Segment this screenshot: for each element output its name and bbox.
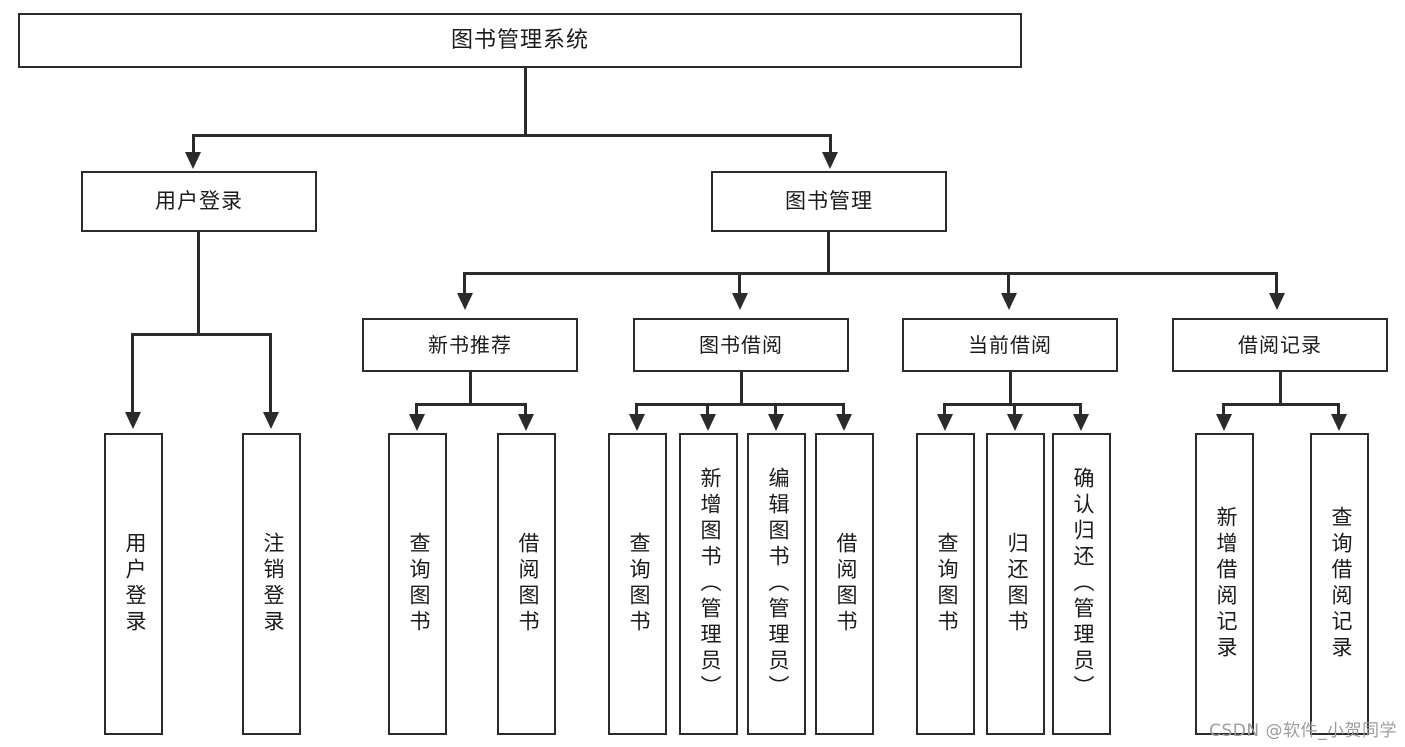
connector-root-left-drop	[192, 134, 195, 156]
arrow-to-leaf-newbook-borrow	[518, 414, 534, 431]
arrow-to-borrow-record	[1269, 293, 1285, 310]
node-label: 查询图书	[407, 532, 431, 636]
leaf-borrowrecord-query-record[interactable]: 查询借阅记录	[1310, 433, 1369, 735]
arrow-to-user-login	[185, 152, 201, 169]
node-label: 查询图书	[627, 532, 651, 636]
connector-borrowrecord-drop-2	[1337, 403, 1340, 417]
connector-bookmgmt-drop-3	[1007, 272, 1010, 296]
connector-currentborrow-drop-3	[1079, 403, 1082, 417]
arrow-to-leaf-bb-edit	[768, 414, 784, 431]
arrow-to-leaf-bb-add	[700, 414, 716, 431]
leaf-currentborrow-confirm-return[interactable]: 确认归还（管理员）	[1052, 433, 1111, 735]
arrow-to-leaf-logout	[263, 412, 279, 429]
connector-userlogin-stem	[197, 232, 200, 336]
connector-newbook-drop-2	[524, 403, 527, 417]
arrow-to-leaf-user-login	[125, 412, 141, 429]
csdn-watermark: CSDN @软件_小贺同学	[1209, 721, 1397, 741]
node-current-borrow[interactable]: 当前借阅	[902, 318, 1118, 372]
connector-bookborrow-bar	[635, 403, 845, 406]
arrow-to-leaf-cb-confirm	[1073, 414, 1089, 431]
leaf-currentborrow-return-book[interactable]: 归还图书	[986, 433, 1045, 735]
node-root-system[interactable]: 图书管理系统	[18, 13, 1022, 68]
arrow-to-book-borrow	[732, 293, 748, 310]
connector-bookborrow-drop-1	[635, 403, 638, 417]
connector-borrowrecord-stem	[1279, 372, 1282, 406]
leaf-newbook-query-book[interactable]: 查询图书	[388, 433, 447, 735]
node-label: 用户登录	[123, 532, 147, 636]
node-label: 注销登录	[261, 532, 285, 636]
connector-bookborrow-drop-2	[706, 403, 709, 417]
leaf-logout[interactable]: 注销登录	[242, 433, 301, 735]
node-borrow-record[interactable]: 借阅记录	[1172, 318, 1388, 372]
leaf-borrowrecord-add-record[interactable]: 新增借阅记录	[1195, 433, 1254, 735]
node-label: 图书管理系统	[450, 27, 589, 53]
connector-newbook-stem	[469, 372, 472, 406]
leaf-currentborrow-query-book[interactable]: 查询图书	[916, 433, 975, 735]
connector-bookmgmt-drop-4	[1275, 272, 1278, 296]
node-label: 新书推荐	[428, 332, 512, 357]
node-label: 借阅记录	[1238, 332, 1322, 357]
node-book-management[interactable]: 图书管理	[711, 171, 947, 232]
arrow-to-leaf-br-add	[1216, 414, 1232, 431]
node-label: 查询借阅记录	[1329, 506, 1353, 662]
node-user-login[interactable]: 用户登录	[81, 171, 317, 232]
arrow-to-leaf-newbook-query	[409, 414, 425, 431]
connector-root-stem	[524, 68, 527, 136]
node-new-book-recommend[interactable]: 新书推荐	[362, 318, 578, 372]
leaf-bookborrow-edit-book[interactable]: 编辑图书（管理员）	[747, 433, 806, 735]
connector-bookborrow-stem	[740, 372, 743, 406]
arrow-to-book-manage	[822, 152, 838, 169]
arrow-to-leaf-bb-borrow	[836, 414, 852, 431]
node-book-borrow[interactable]: 图书借阅	[633, 318, 849, 372]
node-label: 借阅图书	[516, 532, 540, 636]
connector-currentborrow-stem	[1009, 372, 1012, 406]
connector-newbook-bar	[415, 403, 527, 406]
connector-borrowrecord-drop-1	[1222, 403, 1225, 417]
leaf-bookborrow-add-book[interactable]: 新增图书（管理员）	[679, 433, 738, 735]
connector-currentborrow-bar	[943, 403, 1082, 406]
connector-currentborrow-drop-1	[943, 403, 946, 417]
node-label: 当前借阅	[968, 332, 1052, 357]
connector-userlogin-bar	[131, 333, 269, 336]
connector-userlogin-drop-2	[269, 333, 272, 415]
arrow-to-leaf-cb-query	[937, 414, 953, 431]
connector-bookborrow-drop-3	[774, 403, 777, 417]
connector-bookmgmt-drop-1	[463, 272, 466, 296]
arrow-to-leaf-br-query	[1331, 414, 1347, 431]
node-label: 借阅图书	[834, 532, 858, 636]
node-label: 归还图书	[1005, 532, 1029, 636]
node-label: 图书借阅	[699, 332, 783, 357]
connector-newbook-drop-1	[415, 403, 418, 417]
connector-bookborrow-drop-4	[842, 403, 845, 417]
node-label: 编辑图书（管理员）	[766, 467, 790, 701]
connector-bookmgmt-stem	[827, 232, 830, 274]
leaf-bookborrow-query-book[interactable]: 查询图书	[608, 433, 667, 735]
leaf-bookborrow-borrow-book[interactable]: 借阅图书	[815, 433, 874, 735]
connector-borrowrecord-bar	[1222, 403, 1340, 406]
node-label: 查询图书	[935, 532, 959, 636]
connector-bookmgmt-bar	[463, 272, 1278, 275]
leaf-newbook-borrow-book[interactable]: 借阅图书	[497, 433, 556, 735]
node-label: 确认归还（管理员）	[1071, 467, 1095, 701]
node-label: 新增借阅记录	[1214, 506, 1238, 662]
connector-userlogin-drop-1	[131, 333, 134, 415]
connector-bookmgmt-drop-2	[738, 272, 741, 296]
node-label: 新增图书（管理员）	[698, 467, 722, 701]
arrow-to-new-book-rec	[457, 293, 473, 310]
connector-root-right-drop	[829, 134, 832, 156]
node-label: 图书管理	[785, 189, 873, 214]
leaf-user-login[interactable]: 用户登录	[104, 433, 163, 735]
arrow-to-leaf-bb-query	[629, 414, 645, 431]
connector-root-bar	[192, 134, 832, 137]
arrow-to-leaf-cb-return	[1007, 414, 1023, 431]
arrow-to-current-borrow	[1001, 293, 1017, 310]
connector-currentborrow-drop-2	[1013, 403, 1016, 417]
node-label: 用户登录	[155, 189, 243, 214]
